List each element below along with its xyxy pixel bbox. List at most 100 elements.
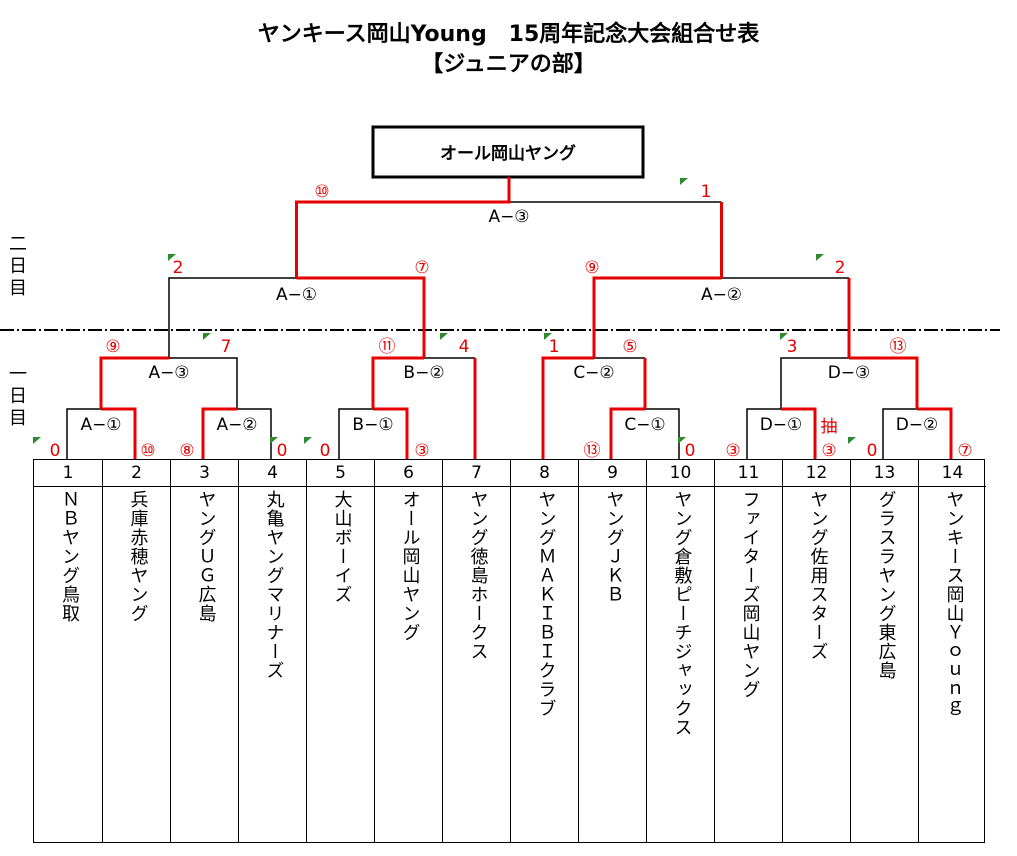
score-label: 3 bbox=[787, 337, 798, 357]
team-number: 7 bbox=[443, 460, 510, 487]
match-label: D−② bbox=[896, 415, 939, 435]
match-label: B−② bbox=[403, 363, 444, 383]
match-label: A−① bbox=[80, 415, 121, 435]
winner-line bbox=[781, 407, 817, 459]
team-column: 11 ファイターズ岡山ヤング bbox=[714, 460, 782, 842]
score-label: 0 bbox=[867, 441, 878, 461]
bracket-line bbox=[168, 277, 297, 358]
team-column: 10 ヤング倉敷ピーチジャックス bbox=[646, 460, 714, 842]
team-name: ヤングＪＫＢ bbox=[603, 490, 625, 604]
bracket-line bbox=[338, 408, 373, 459]
flag-icon bbox=[304, 437, 312, 444]
day-char: 目 bbox=[9, 408, 27, 429]
score-label: ⑩ bbox=[314, 182, 329, 202]
team-name: ヤンキース岡山Ｙｏｕｎｇ bbox=[943, 490, 965, 718]
team-number: 9 bbox=[579, 460, 646, 487]
team-column: 9 ヤングＪＫＢ bbox=[578, 460, 646, 842]
score-label: 0 bbox=[277, 441, 288, 461]
team-number: 10 bbox=[647, 460, 714, 487]
flag-icon bbox=[168, 254, 176, 261]
winner-line bbox=[101, 407, 137, 459]
score-label: ⑨ bbox=[584, 258, 599, 278]
flag-icon bbox=[270, 437, 278, 444]
score-label: ⑤ bbox=[622, 337, 637, 357]
team-name: ヤング佐用スターズ bbox=[807, 490, 829, 661]
match-label: A−③ bbox=[148, 363, 189, 383]
team-name: ＮＢヤング鳥取 bbox=[59, 490, 80, 623]
bracket-line bbox=[780, 357, 849, 409]
team-name: 兵庫赤穂ヤング bbox=[127, 490, 149, 623]
flag-icon bbox=[816, 254, 824, 261]
score-label: 4 bbox=[459, 337, 470, 357]
team-number: 11 bbox=[715, 460, 782, 487]
score-label: ⑬ bbox=[584, 441, 601, 461]
team-name: ヤング倉敷ピーチジャックス bbox=[671, 490, 693, 737]
day-char: 目 bbox=[9, 278, 27, 299]
flag-icon bbox=[440, 333, 448, 340]
bracket-line bbox=[746, 408, 781, 459]
team-name: グラスラヤング東広島 bbox=[875, 490, 897, 680]
score-label: ③ bbox=[725, 441, 740, 461]
winner-line bbox=[609, 407, 645, 459]
score-label: 0 bbox=[685, 441, 696, 461]
winner-line bbox=[541, 356, 594, 459]
score-label: 2 bbox=[173, 258, 184, 278]
page-subtitle: 【ジュニアの部】 bbox=[421, 52, 596, 77]
winner-line bbox=[373, 407, 409, 459]
day-label-1: 一 日 目 bbox=[9, 364, 29, 430]
score-label: ③ bbox=[414, 441, 429, 461]
team-number: 2 bbox=[103, 460, 170, 487]
score-label: ⑦ bbox=[957, 441, 972, 461]
match-label: A−② bbox=[216, 415, 257, 435]
winner-line bbox=[592, 276, 722, 358]
score-label: 0 bbox=[320, 441, 331, 461]
score-label: ③ bbox=[821, 441, 836, 461]
score-label: 0 bbox=[50, 441, 61, 461]
flag-icon bbox=[848, 437, 856, 444]
flag-icon bbox=[33, 437, 41, 444]
team-name: オール岡山ヤング bbox=[399, 490, 421, 642]
match-label: C−① bbox=[624, 415, 665, 435]
team-name: ファイターズ岡山ヤング bbox=[739, 490, 761, 699]
team-number: 5 bbox=[307, 460, 374, 487]
team-name: 丸亀ヤングマリナーズ bbox=[263, 490, 285, 680]
day-char: 一 bbox=[9, 364, 27, 385]
day-char: 日 bbox=[9, 256, 27, 277]
match-label: A−② bbox=[701, 285, 742, 305]
score-label: ⑩ bbox=[140, 441, 155, 461]
team-number: 14 bbox=[919, 460, 986, 487]
winner-line bbox=[99, 356, 169, 409]
winner-line bbox=[849, 356, 919, 409]
team-name: ヤングＭＡＫＩＢＩクラブ bbox=[535, 490, 557, 718]
winner-line bbox=[371, 356, 424, 409]
match-label: B−① bbox=[352, 415, 393, 435]
score-label: 7 bbox=[221, 337, 232, 357]
bracket-line bbox=[169, 357, 238, 409]
score-label: 抽 bbox=[821, 417, 838, 437]
team-column: 3 ヤングＵＧ広島 bbox=[170, 460, 238, 842]
flag-icon bbox=[780, 333, 788, 340]
champion-box bbox=[371, 125, 645, 179]
score-label: ⑨ bbox=[105, 337, 120, 357]
team-number: 3 bbox=[171, 460, 238, 487]
match-label: D−① bbox=[760, 415, 803, 435]
team-number: 8 bbox=[511, 460, 578, 487]
score-label: 1 bbox=[549, 337, 560, 357]
score-label: 2 bbox=[835, 258, 846, 278]
team-name: ヤングＵＧ広島 bbox=[195, 490, 217, 623]
bracket-line bbox=[882, 408, 917, 459]
winner-line bbox=[201, 407, 237, 459]
match-label: A−③ bbox=[488, 207, 529, 227]
score-label: 1 bbox=[701, 182, 712, 202]
day-label-2: 二 日 目 bbox=[9, 234, 29, 300]
match-label: C−② bbox=[573, 363, 614, 383]
match-label: A−① bbox=[276, 285, 317, 305]
